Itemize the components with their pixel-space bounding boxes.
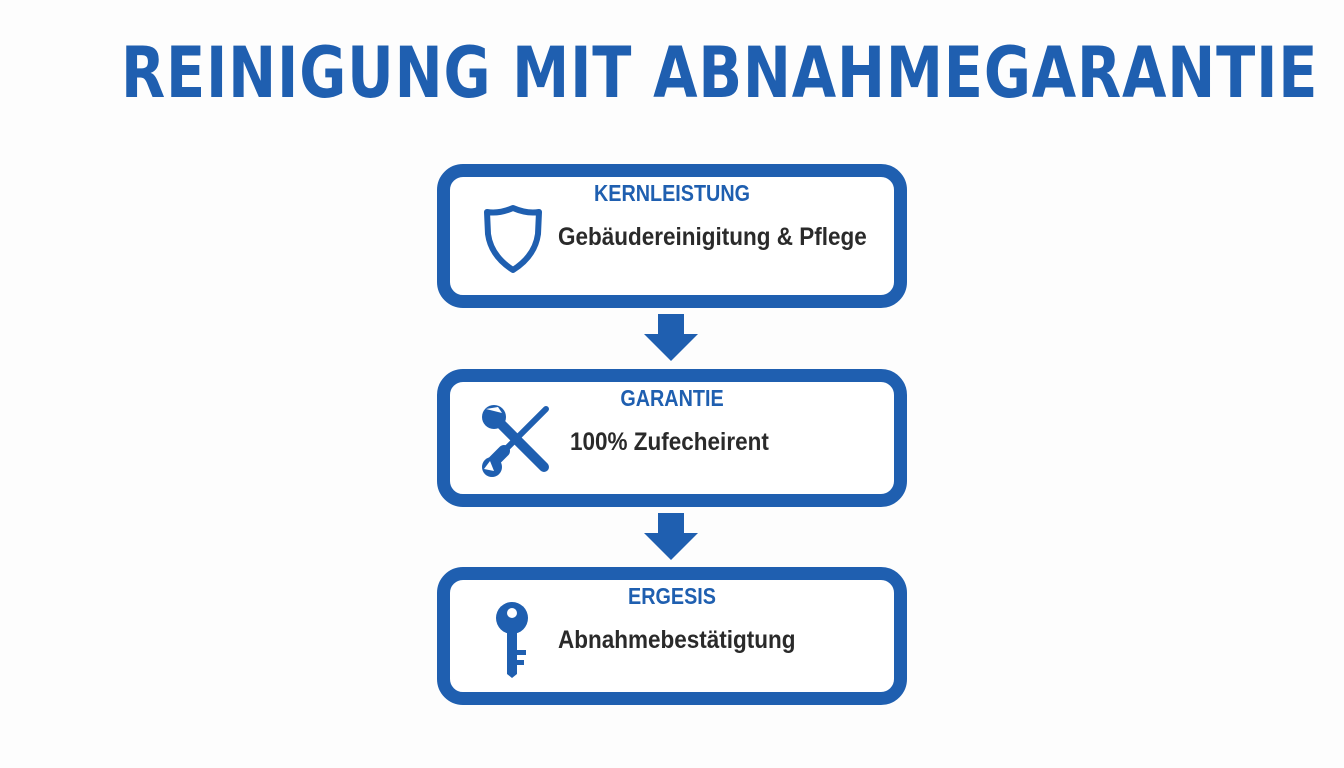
step-box-kernleistung: KERNLEISTUNG Gebäudereinigitung & Pflege [437, 164, 907, 308]
page-title: REINIGUNG MIT ABNAHMEGARANTIE [120, 32, 1319, 114]
step-box-garantie: GARANTIE 100% Zufecheirent [437, 369, 907, 507]
step-heading: GARANTIE [620, 385, 724, 411]
arrow-down-icon [644, 513, 698, 561]
step-text: 100% Zufecheirent [570, 428, 769, 456]
tools-icon [480, 403, 560, 479]
step-text: Abnahmebestätigtung [558, 626, 796, 654]
step-text: Gebäudereinigitung & Pflege [558, 223, 867, 251]
step-heading: ERGESIS [628, 583, 716, 609]
step-box-ergebnis: ERGESIS Abnahmebestätigtung [437, 567, 907, 705]
step-heading: KERNLEISTUNG [593, 180, 751, 206]
shield-icon [483, 204, 543, 274]
arrow-down-icon [644, 314, 698, 362]
key-icon [490, 600, 534, 678]
